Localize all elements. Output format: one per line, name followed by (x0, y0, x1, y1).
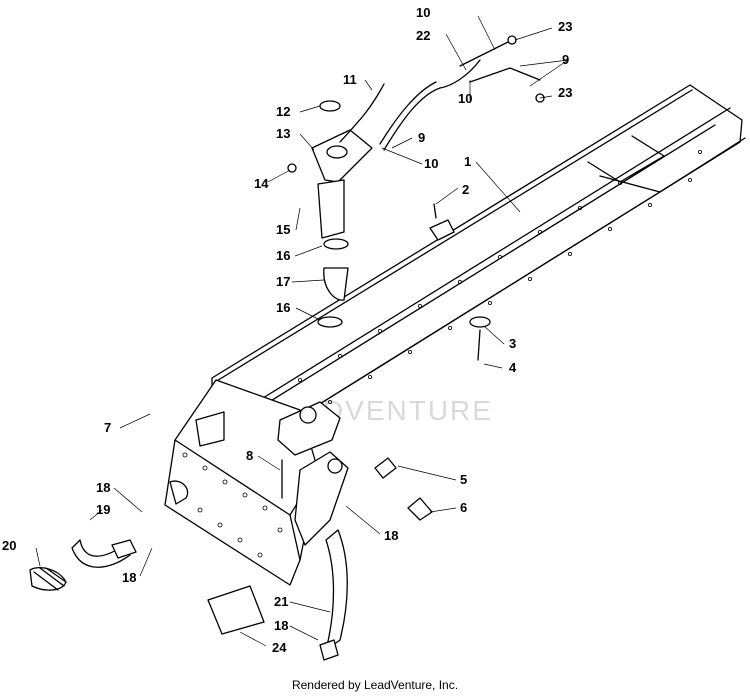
callout-23: 23 (558, 19, 572, 34)
callout-18: 18 (96, 480, 110, 495)
exhaust-outlet-pipe (277, 401, 397, 546)
callout-6: 6 (460, 500, 467, 515)
callout-16: 16 (276, 300, 290, 315)
callout-9: 9 (562, 52, 569, 67)
callout-18: 18 (384, 528, 398, 543)
small-parts (207, 163, 491, 635)
callout-21: 21 (274, 594, 288, 609)
callout-19: 19 (96, 502, 110, 517)
callout-7: 7 (104, 420, 111, 435)
callout-17: 17 (276, 274, 290, 289)
footer-credit: Rendered by LeadVenture, Inc. (291, 678, 459, 692)
callout-15: 15 (276, 222, 290, 237)
tailpipe (319, 529, 348, 661)
callout-12: 12 (276, 104, 290, 119)
muffler-body (164, 379, 319, 586)
cable-assembly (379, 35, 545, 151)
callout-10: 10 (458, 91, 472, 106)
callout-20: 20 (2, 538, 16, 553)
callout-23: 23 (558, 85, 572, 100)
callout-3: 3 (509, 336, 516, 351)
callout-2: 2 (462, 182, 469, 197)
intake-hose (317, 238, 349, 328)
fill-neck (311, 83, 385, 239)
callout-14: 14 (254, 176, 269, 191)
callout-10: 10 (424, 156, 438, 171)
callout-labels: 10 23 22 9 23 10 11 12 13 9 10 1 14 2 15… (2, 5, 572, 655)
callout-18: 18 (274, 618, 288, 633)
callout-1: 1 (464, 154, 471, 169)
callout-11: 11 (343, 72, 357, 87)
callout-9: 9 (418, 130, 425, 145)
callout-24: 24 (272, 640, 287, 655)
callout-18: 18 (122, 570, 136, 585)
rear-pipe-assembly (29, 480, 189, 591)
callout-4: 4 (509, 360, 517, 375)
callout-22: 22 (416, 28, 430, 43)
callout-10: 10 (416, 5, 430, 20)
callout-8: 8 (246, 448, 253, 463)
callout-16: 16 (276, 248, 290, 263)
tunnel-panel (211, 84, 746, 441)
callout-5: 5 (460, 472, 467, 487)
leader-lines (35, 15, 569, 647)
callout-13: 13 (276, 126, 290, 141)
